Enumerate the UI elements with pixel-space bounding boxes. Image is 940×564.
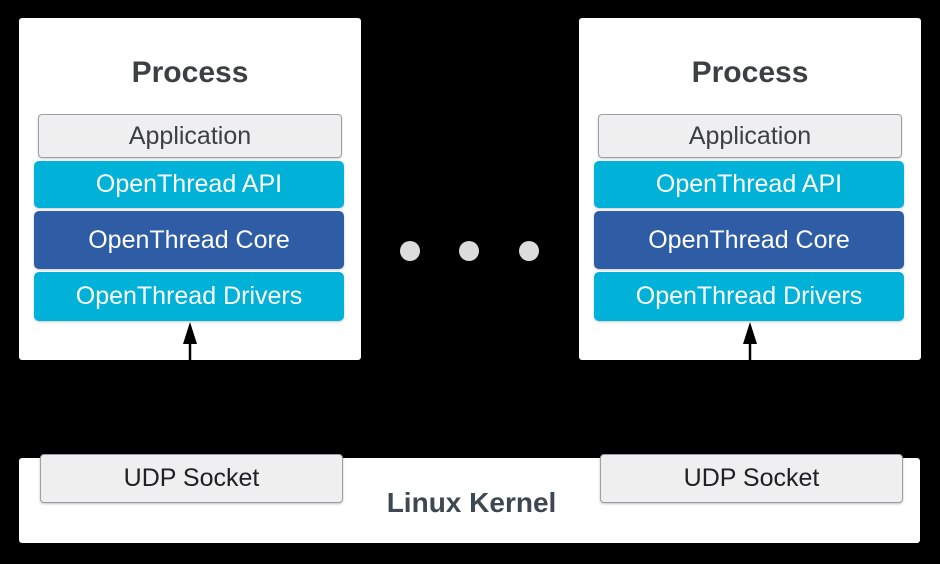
layer-openthread-core: OpenThread Core bbox=[34, 211, 344, 269]
process-card-right: Process Application OpenThread API OpenT… bbox=[579, 18, 921, 360]
linux-kernel-label: Linux Kernel bbox=[386, 487, 557, 518]
ellipsis-dot bbox=[519, 241, 539, 261]
layer-openthread-core: OpenThread Core bbox=[594, 211, 904, 269]
layer-openthread-drivers: OpenThread Drivers bbox=[34, 272, 344, 321]
layer-openthread-api: OpenThread API bbox=[594, 161, 904, 208]
up-arrow-icon bbox=[742, 322, 758, 458]
process-title: Process bbox=[691, 56, 809, 89]
ellipsis-dot bbox=[400, 241, 420, 261]
layer-application: Application bbox=[38, 114, 342, 158]
process-card-left: Process Application OpenThread API OpenT… bbox=[19, 18, 361, 360]
up-arrow-icon bbox=[182, 322, 198, 458]
layer-application: Application bbox=[598, 114, 902, 158]
layer-openthread-drivers: OpenThread Drivers bbox=[594, 272, 904, 321]
udp-socket-right: UDP Socket bbox=[600, 454, 903, 503]
udp-socket-left: UDP Socket bbox=[40, 454, 343, 503]
process-title: Process bbox=[131, 56, 249, 89]
ellipsis-dot bbox=[459, 241, 479, 261]
layer-openthread-api: OpenThread API bbox=[34, 161, 344, 208]
